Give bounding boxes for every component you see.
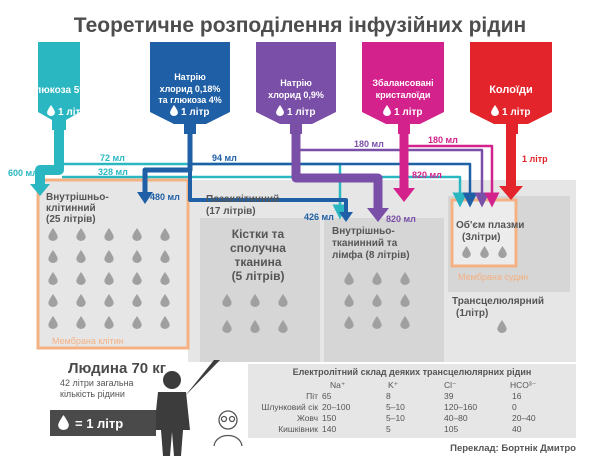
bag-saline-label-2: хлорид 0,9% <box>268 90 324 100</box>
extracellular-label-1: Позаклітинний <box>206 194 279 205</box>
table-cell: 65 <box>322 391 332 401</box>
bag-balanced-label-1: Збалансовані <box>372 78 433 88</box>
table-header-cl: Cl⁻ <box>444 380 457 390</box>
interstitial-panel <box>324 218 444 362</box>
table-cell: 20–40 <box>512 413 536 423</box>
bag-saline-label-1: Натрію <box>280 78 312 88</box>
bag-glucose-label: Глюкоза 5% <box>30 85 89 96</box>
person-line-2: кількість рідини <box>60 389 125 399</box>
bag-colloid-volume: 1 літр <box>502 107 530 118</box>
bone-label-1: Кістки та <box>232 227 285 241</box>
person-icon <box>154 371 190 456</box>
bag-glucose-volume: 1 літр <box>58 107 86 118</box>
table-cell: 5–10 <box>386 413 405 423</box>
plasma-label-1: Об'єм плазми <box>456 219 524 231</box>
flow-mixed-426: 426 мл <box>304 212 334 222</box>
flow-glucose-600: 600 мл <box>8 168 38 178</box>
table-row-label: Кишківник <box>278 424 318 434</box>
table-cell: 5–10 <box>386 402 405 412</box>
balanced-flows <box>399 134 500 208</box>
table-cell: 120–160 <box>444 402 477 412</box>
table-cell: 16 <box>512 391 522 401</box>
table-header-hco: HCO³⁻ <box>510 380 537 390</box>
table-title: Електролітний склад деяких трансцелюлярн… <box>293 367 532 377</box>
bag-mixed-label-2: хлорид 0,18% <box>160 84 221 94</box>
table-cell: 39 <box>444 391 454 401</box>
flow-balanced-820: 820 мл <box>412 170 442 180</box>
interstitial-label-1: Внутрішньо- <box>332 226 395 237</box>
table-row-label: Жовч <box>297 413 318 423</box>
flow-mixed-94: 94 мл <box>212 153 237 163</box>
bag-colloid <box>470 42 552 134</box>
table-cell: 150 <box>322 413 336 423</box>
table-row-label: Піт <box>306 391 318 401</box>
bone-label-4: (5 літрів) <box>232 269 285 283</box>
transcellular-label-2: (1літр) <box>456 308 488 319</box>
bone-label-2: сполучна <box>230 241 286 255</box>
legend-label: = 1 літр <box>75 416 123 431</box>
bag-balanced <box>362 42 444 134</box>
bag-mixed-label-3: та глюкоза 4% <box>158 95 221 105</box>
intracellular-label-3: (25 літрів) <box>46 214 96 225</box>
flow-balanced-180: 180 мл <box>428 135 458 145</box>
bag-mixed-label-1: Натрію <box>174 72 206 82</box>
table-body: Na⁺ K⁺ Cl⁻ HCO³⁻ Піт 65 8 39 16 Шлункови… <box>262 380 537 434</box>
bag-mixed <box>150 42 230 134</box>
vessel-membrane-label: Мембрана судин <box>458 272 528 282</box>
electrolyte-table <box>248 364 576 438</box>
saline-main-arrow <box>367 208 389 222</box>
person-title: Людина 70 кг <box>68 360 166 377</box>
intracellular-label-2: клітинний <box>46 203 96 214</box>
table-header-na: Na⁺ <box>330 380 346 390</box>
page-title: Теоретичне розподілення інфузійних рідин <box>74 14 526 37</box>
bone-panel <box>200 218 320 362</box>
saline-flows <box>291 134 490 210</box>
mixed-arrow-intracellular <box>137 192 153 204</box>
balanced-main-arrow <box>393 188 415 202</box>
person-line-1: 42 літри загальна <box>60 378 134 388</box>
person-pointer <box>185 360 220 396</box>
extracellular-label-2: (17 літрів) <box>206 206 256 217</box>
plasma-label-2: (3літри) <box>462 232 501 243</box>
translation-credit: Переклад: Бортнік Дмитро <box>450 443 576 454</box>
table-cell: 105 <box>444 424 458 434</box>
mixed-arrow-interstitial <box>339 212 353 222</box>
table-row-label: Шлунковий сік <box>262 402 319 412</box>
table-cell: 40 <box>512 424 522 434</box>
intracellular-label-1: Внутрішньо- <box>46 192 109 203</box>
bone-label-3: тканина <box>234 255 281 269</box>
bag-balanced-label-2: кристалоїди <box>376 90 431 100</box>
flow-saline-820: 820 мл <box>386 214 416 224</box>
cell-membrane-label: Мембрана клітин <box>52 336 124 346</box>
doctor-icon <box>213 410 243 447</box>
flow-colloid-1l: 1 літр <box>522 154 548 164</box>
flow-glucose-328: 328 мл <box>98 167 128 177</box>
table-cell: 8 <box>386 391 391 401</box>
table-cell: 140 <box>322 424 336 434</box>
flow-mixed-480: 480 мл <box>150 192 180 202</box>
table-cell: 20–100 <box>322 402 351 412</box>
mixed-flows <box>142 134 478 214</box>
flow-saline-180: 180 мл <box>354 139 384 149</box>
bag-saline <box>256 42 336 134</box>
colloid-main-arrow <box>499 186 523 200</box>
bag-balanced-volume: 1 літр <box>394 107 422 118</box>
bag-mixed-volume: 1 літр <box>181 107 209 118</box>
intracellular-panel <box>36 178 190 350</box>
table-header-k: K⁺ <box>388 380 399 390</box>
bag-saline-volume: 1 літр <box>287 107 315 118</box>
transcellular-panel <box>448 292 570 362</box>
interstitial-label-3: лімфа (8 літрів) <box>332 249 410 261</box>
bag-colloid-label: Колоїди <box>489 84 533 96</box>
flow-glucose-72: 72 мл <box>100 153 125 163</box>
table-cell: 40–80 <box>444 413 468 423</box>
glucose-main-arrow <box>30 184 50 196</box>
table-cell: 0 <box>512 402 517 412</box>
transcellular-label-1: Трансцелюлярний <box>452 296 544 307</box>
interstitial-label-2: тканинний та <box>332 238 398 249</box>
bag-glucose <box>38 42 80 130</box>
table-cell: 5 <box>386 424 391 434</box>
